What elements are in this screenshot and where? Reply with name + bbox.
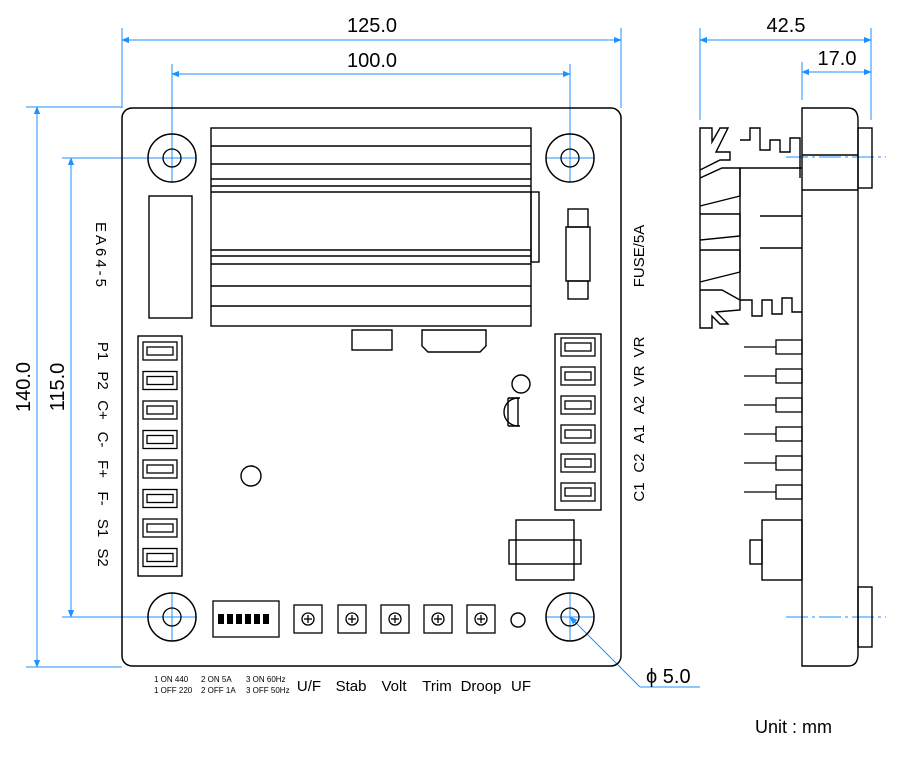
side-pin (744, 339, 803, 355)
potentiometer: Volt (380, 604, 410, 695)
dip-note-3-on: 3 ON 60Hz (246, 675, 286, 684)
left-terminal-strip (137, 335, 183, 577)
right-terminal-label: A1 (631, 425, 648, 443)
side-pin (744, 397, 803, 413)
dip-switch (212, 600, 280, 638)
left-terminal-label: C- (94, 432, 111, 448)
side-depth-part-label: 17.0 (818, 48, 857, 70)
dip-note-2-off: 2 OFF 1A (201, 686, 236, 695)
led (511, 374, 531, 394)
left-terminal: F+ (94, 459, 178, 479)
left-terminal-label: C+ (94, 400, 111, 420)
right-terminal-label: A2 (631, 396, 648, 414)
pot-label: Volt (381, 678, 407, 695)
right-terminal: C2 (560, 453, 648, 473)
connector-block (421, 329, 487, 353)
dimension-lines (26, 28, 886, 688)
right-terminal: VR (560, 365, 648, 386)
potentiometer: Trim (422, 604, 453, 695)
pot-label: Trim (422, 678, 451, 695)
left-terminal-label: S1 (94, 519, 111, 537)
via-hole (240, 465, 262, 487)
pot-label: UF (511, 678, 531, 695)
small-component (351, 329, 393, 351)
left-terminal-label: F+ (94, 460, 111, 478)
side-depth-total-label: 42.5 (767, 15, 806, 37)
pot-label: Stab (336, 678, 367, 695)
model-label: EA64-5 (92, 222, 109, 290)
height-total-label: 140.0 (13, 362, 35, 412)
side-pin (744, 484, 803, 500)
side-terminal-pins (744, 339, 803, 500)
left-terminal: P2 (94, 370, 178, 391)
side-pin (744, 426, 803, 442)
dip-note-2-on: 2 ON 5A (201, 675, 232, 684)
potentiometer: Stab (336, 604, 367, 695)
dip-note-3-off: 3 OFF 50Hz (246, 686, 290, 695)
right-terminal-label: VR (631, 336, 648, 357)
fuse-label: FUSE/5A (631, 225, 648, 288)
mounting-hole (147, 133, 197, 183)
potentiometer: Droop (461, 604, 502, 695)
left-terminal-label: F- (94, 491, 111, 505)
pot-label: U/F (297, 678, 321, 695)
capacitor-block (148, 195, 193, 319)
left-terminal: F- (94, 488, 178, 509)
right-terminal: A1 (560, 424, 648, 444)
dip-note-1-off: 1 OFF 220 (154, 686, 193, 695)
potentiometer: U/F (293, 604, 323, 695)
right-terminal-strip (554, 333, 602, 511)
left-terminal-label: P1 (94, 342, 111, 360)
side-pin (744, 368, 803, 384)
pot-label: Droop (461, 678, 502, 695)
board-side-view (699, 107, 873, 667)
left-terminal: C- (94, 429, 178, 450)
test-point (510, 612, 526, 628)
heatsink-block (210, 127, 540, 327)
left-terminal: C+ (94, 400, 178, 420)
side-rectifier (749, 519, 803, 581)
potentiometer: UF (511, 678, 531, 695)
left-terminal: S1 (94, 518, 178, 538)
hole-diameter-label: ϕ 5.0 (646, 666, 691, 688)
bridge-rectifier (515, 519, 575, 581)
mounting-holes (147, 133, 595, 642)
mounting-hole (545, 592, 595, 642)
left-terminal-label: S2 (94, 548, 111, 566)
right-terminal-label: VR (631, 365, 648, 386)
dip-switch-notes: 1 ON 440 1 OFF 220 2 ON 5A 2 OFF 1A 3 ON… (154, 675, 290, 695)
right-terminal-label: C1 (631, 482, 648, 501)
width-holes-label: 100.0 (347, 50, 397, 72)
board-front-view (121, 107, 622, 667)
mounting-hole (545, 133, 595, 183)
components (148, 195, 582, 628)
unit-label: Unit : mm (755, 717, 832, 737)
width-total-label: 125.0 (347, 15, 397, 37)
potentiometers: U/F Stab Volt Trim Droop UF (293, 604, 531, 695)
left-terminal: P1 (94, 341, 178, 361)
right-terminal: VR (560, 336, 648, 357)
side-pin (744, 455, 803, 471)
transistor (503, 397, 519, 427)
right-terminal: C1 (560, 482, 648, 502)
mounting-hole (147, 592, 197, 642)
height-holes-label: 115.0 (47, 363, 69, 412)
dip-note-1-on: 1 ON 440 (154, 675, 189, 684)
left-terminal-label: P2 (94, 371, 111, 389)
left-terminal: S2 (94, 547, 178, 568)
right-terminal-label: C2 (631, 453, 648, 472)
fuse (565, 208, 591, 300)
right-terminal: A2 (560, 395, 648, 415)
